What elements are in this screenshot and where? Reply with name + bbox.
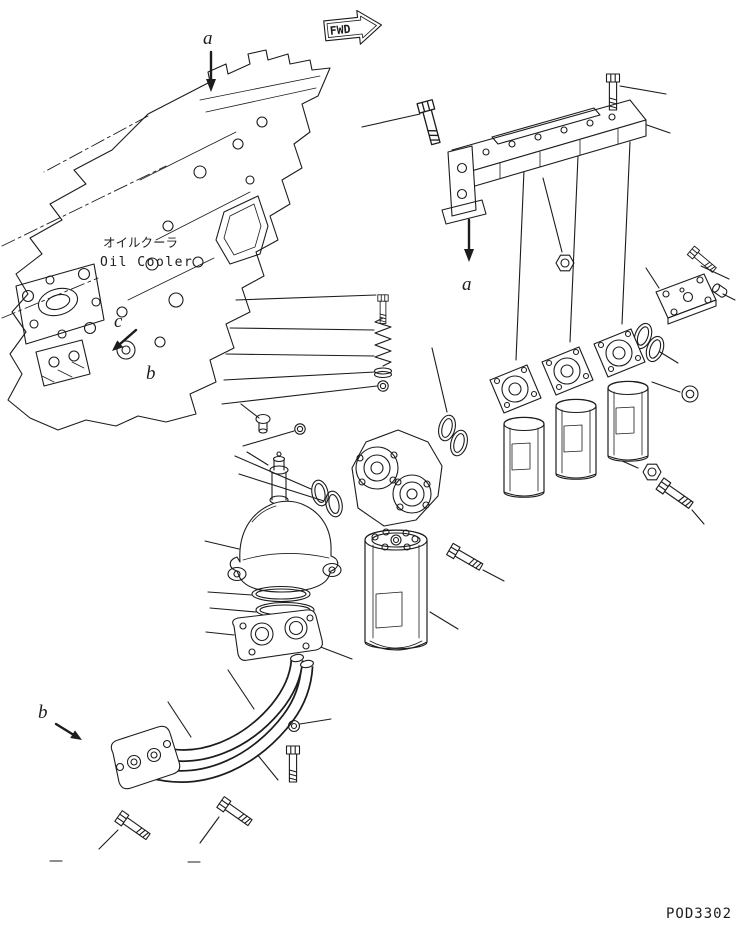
callout-a-top: a [203,28,216,92]
hex-bolt-icon [446,542,485,574]
callout-b-bottom-label: b [38,702,48,723]
oil-cooler-flange [15,263,105,387]
o-ring-large-1 [251,585,311,603]
breather-valve-icon [269,451,289,505]
fwd-direction-arrow: FWD [323,9,383,45]
o-ring-icon [377,380,389,392]
oil-filter-2 [541,346,597,480]
callout-b-left-label: b [146,363,156,384]
drawing-number: POD3302 [666,906,732,922]
callout-a-mid: a [462,218,474,295]
callout-a-mid-label: a [462,274,472,295]
engine-block-drawing [1,49,331,431]
pipe-flange [110,725,181,790]
washer-icon [287,719,301,733]
hex-nut-icon [555,254,575,272]
oil-cooler-label-jp: オイルクーラ [103,235,178,250]
gasket-ring-icon [447,427,471,459]
centerline [1,115,167,319]
hex-bolt-icon [285,745,301,783]
gasket-ring-icon [322,489,346,519]
hex-bolt-icon [114,810,153,843]
callout-c-label: c [114,311,123,332]
hex-bolt-icon [655,477,696,512]
hex-bolt-icon [216,796,255,829]
filter-cover-housing [227,451,342,593]
gasket-ring-icon [435,412,459,444]
o-ring-icon [294,423,306,435]
oil-cooler-label-en: Oil Cooler [100,255,193,270]
cover-plate-drawing [655,273,717,325]
gasket-ring-icon [308,478,332,508]
callout-a-top-label: a [203,28,213,49]
hex-bolt-icon [686,245,719,275]
oil-filter-cartridge [364,528,428,651]
flange-gasket [232,609,323,661]
oil-filter-1 [489,364,545,498]
washer-icon [681,385,699,403]
filter-head-assembly [255,294,471,527]
oil-filter-3 [593,328,649,462]
callout-b-bottom: b [38,702,82,740]
fwd-label: FWD [329,22,351,38]
callout-b-left: b [112,328,156,384]
plug-valve-icon [255,413,271,434]
callout-c: c [114,311,123,332]
mounting-bracket-drawing [416,73,647,225]
oil-pipes [110,653,314,790]
spring-icon [374,317,392,367]
plug-icon [711,283,728,298]
hex-nut-icon [642,463,662,481]
hex-bolt-icon [416,99,445,147]
